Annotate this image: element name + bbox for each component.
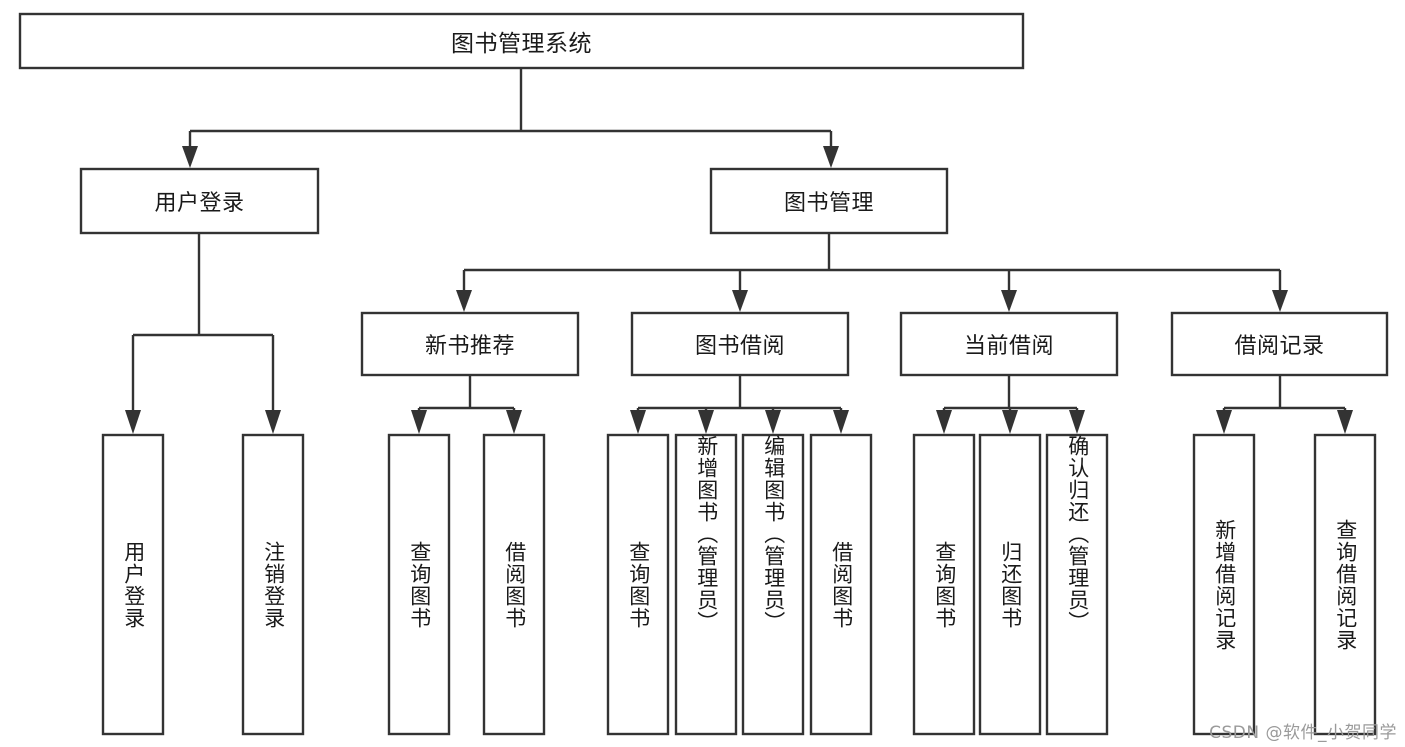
- arrow-head-leaf-user-login: [125, 410, 141, 434]
- arrow-head-user-login: [182, 146, 198, 168]
- node-root-book-management-system[interactable]: [18, 12, 1025, 70]
- node-leaf-add-record[interactable]: [1192, 433, 1256, 736]
- node-leaf-edit-book[interactable]: [741, 433, 805, 736]
- node-leaf-query-book-2[interactable]: [606, 433, 670, 736]
- node-book-management[interactable]: [709, 167, 949, 235]
- node-current-borrow[interactable]: [899, 311, 1119, 377]
- node-leaf-borrow-book-2[interactable]: [809, 433, 873, 736]
- arrow-head-borrow-record: [1272, 290, 1288, 312]
- node-leaf-add-book[interactable]: [674, 433, 738, 736]
- arrow-head-leaf-user-logout: [265, 410, 281, 434]
- arrow-head-book-borrow: [732, 290, 748, 312]
- node-leaf-confirm-return[interactable]: [1045, 433, 1109, 736]
- arrow-head-book-management: [823, 146, 839, 168]
- node-book-borrow[interactable]: [630, 311, 850, 377]
- arrow-head-leaf-borrow-book-1: [506, 410, 522, 434]
- node-leaf-query-book-1[interactable]: [387, 433, 451, 736]
- node-leaf-query-book-3[interactable]: [912, 433, 976, 736]
- node-new-book-recommend[interactable]: [360, 311, 580, 377]
- node-user-login[interactable]: [79, 167, 320, 235]
- arrow-head-leaf-query-record: [1337, 410, 1353, 434]
- node-leaf-borrow-book-1[interactable]: [482, 433, 546, 736]
- arrow-head-leaf-query-book-2: [630, 410, 646, 434]
- arrow-head-leaf-add-record: [1216, 410, 1232, 434]
- arrow-head-leaf-query-book-3: [936, 410, 952, 434]
- node-leaf-user-login[interactable]: [101, 433, 165, 736]
- node-leaf-user-logout[interactable]: [241, 433, 305, 736]
- arrow-head-leaf-edit-book: [765, 410, 781, 434]
- arrow-head-leaf-borrow-book-2: [833, 410, 849, 434]
- watermark-text: CSDN @软件_小贺同学: [1209, 723, 1397, 743]
- arrow-head-leaf-return-book: [1002, 410, 1018, 434]
- arrow-head-leaf-confirm-return: [1069, 410, 1085, 434]
- node-borrow-record[interactable]: [1170, 311, 1389, 377]
- node-leaf-query-record[interactable]: [1313, 433, 1377, 736]
- arrow-head-new-book-recommend: [456, 290, 472, 312]
- arrow-head-leaf-add-book: [698, 410, 714, 434]
- arrow-head-leaf-query-book-1: [411, 410, 427, 434]
- arrow-head-current-borrow: [1001, 290, 1017, 312]
- node-leaf-return-book[interactable]: [978, 433, 1042, 736]
